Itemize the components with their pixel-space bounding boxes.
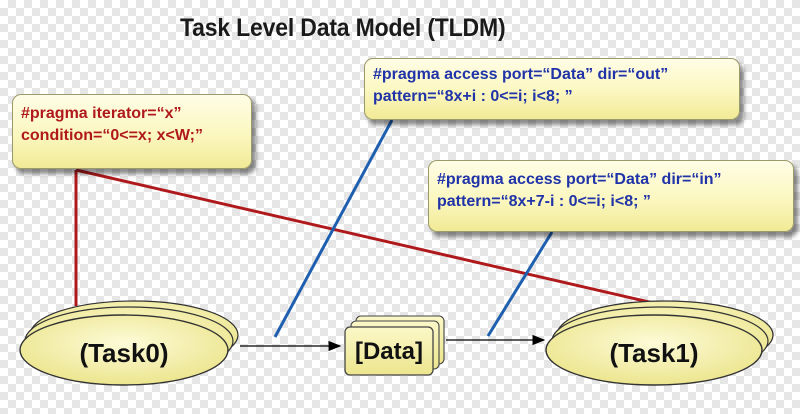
access-out-link [273,119,394,338]
iterator-pragma-note: #pragma iterator=“x” condition=“0<=x; x<… [12,94,252,169]
access-out-pattern-line: pattern=“8x+i : 0<=i; i<8; ” [373,88,573,105]
iterator-link-task1 [75,168,663,307]
task0-node: (Task0) [19,300,239,386]
access-in-pragma-line: #pragma access port=“Data” dir=“in” [437,171,722,188]
data-label: [Data] [355,338,423,365]
task1-node: (Task1) [545,300,774,386]
iterator-pragma-line: #pragma iterator=“x” [21,105,182,122]
task1-label: (Task1) [609,338,698,368]
iterator-links [74,168,663,307]
access-out-pragma-note: #pragma access port=“Data” dir=“out” pat… [364,58,740,120]
iterator-condition-line: condition=“0<=x; x<W;” [21,127,203,144]
access-in-pattern-line: pattern=“8x+7-i : 0<=i; i<8; ” [437,193,651,210]
task0-label: (Task0) [79,338,168,368]
data-node: [Data] [344,315,445,376]
page-title: Task Level Data Model (TLDM) [180,14,506,42]
access-links [273,119,554,338]
access-in-pragma-note: #pragma access port=“Data” dir=“in” patt… [428,160,794,232]
access-in-link [486,231,554,337]
access-out-pragma-line: #pragma access port=“Data” dir=“out” [373,66,669,83]
flow-arrows [240,334,546,352]
